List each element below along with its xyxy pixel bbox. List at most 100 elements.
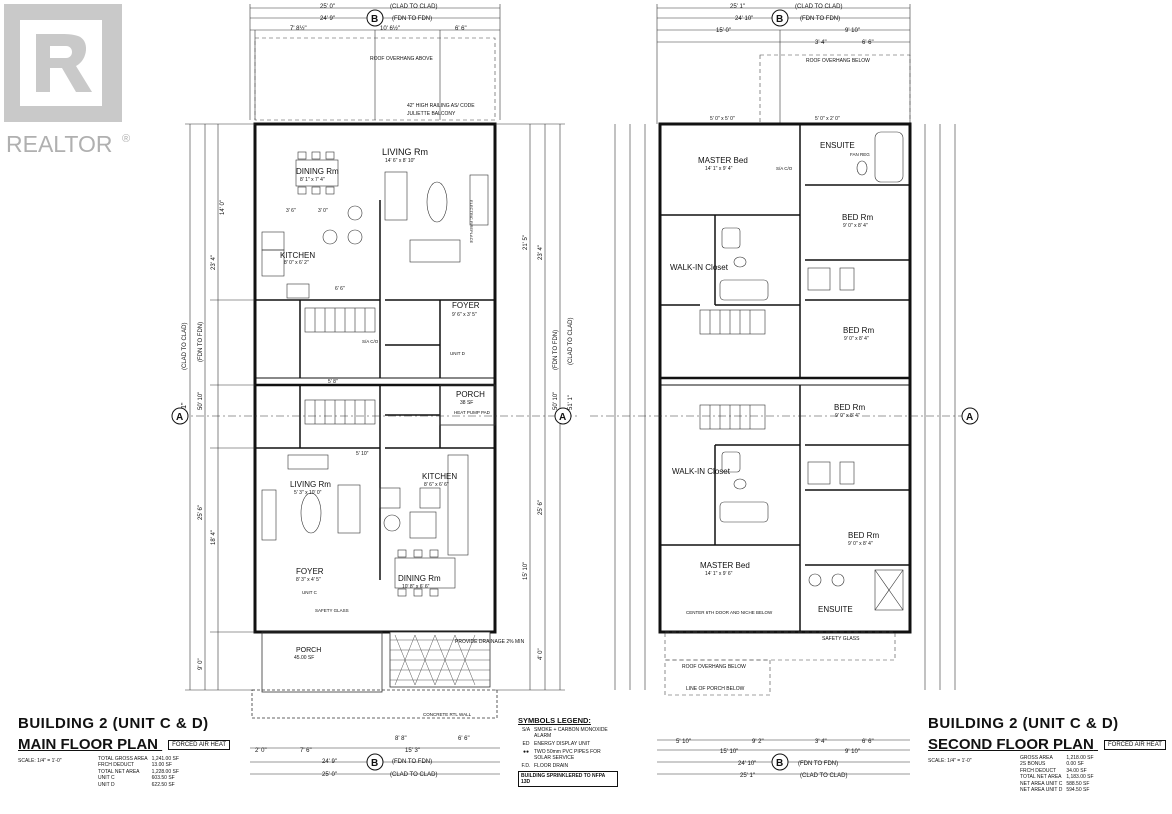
main-room-dining-upper-dim: 8' 1" x 7' 4" <box>300 177 325 183</box>
main-bottom-dim-6: 25' 0" <box>322 772 337 778</box>
legend-row: ●● TWO 50mm PVC PIPES FOR SOLAR SERVICE <box>518 749 618 761</box>
main-room-dining-upper: DINING Rm <box>296 167 339 176</box>
second-top-dim-3: 24' 10" <box>735 16 753 22</box>
main-top-dim-1: 25' 0" <box>320 4 335 10</box>
grid-marker-b-bottom-label: B <box>371 758 378 769</box>
main-room-porch-upper: PORCH <box>456 390 485 399</box>
main-room-foyer-upper: FOYER <box>452 301 480 310</box>
main-room-foyer-upper-dim: 9' 6" x 3' 5" <box>452 312 477 318</box>
main-plan-subtitle: MAIN FLOOR PLAN FORCED AIR HEAT <box>18 736 231 753</box>
table-row: FRCH DEDUCT 13.00 SF <box>96 762 181 768</box>
area-label: TOTAL NET AREA <box>1020 774 1062 781</box>
sprinkler-note: BUILDING SPRINKLERED TO NFPA 13D <box>518 771 618 787</box>
main-room-living-upper: LIVING Rm <box>382 147 428 157</box>
area-value: 13.00 SF <box>151 762 172 769</box>
main-left-dim-2: (CLAD TO CLAD) <box>182 323 188 370</box>
main-note-fireplace-upper: ELECTRIC FIREPLACE <box>469 200 474 243</box>
second-bottom-dim-8: (FDN TO FDN) <box>798 761 838 767</box>
main-room-living-upper-dim: 14' 6" x 8' 10" <box>385 158 415 164</box>
realtor-mark: ® <box>122 133 130 145</box>
second-top-dim-8: 6' 6" <box>862 40 874 46</box>
main-left-dim-4: (FDN TO FDN) <box>198 322 204 362</box>
grid-marker-a-main-right-label: A <box>559 412 566 423</box>
second-note-safety-glass: SAFETY GLASS <box>822 636 860 642</box>
area-label: FRCH DEDUCT <box>1020 767 1057 774</box>
second-room-ensuite-lower: ENSUITE <box>818 605 853 614</box>
grid-marker-b-second-top <box>771 9 789 27</box>
main-room-porch-lower-dim: 45.00 SF <box>294 655 314 661</box>
main-bottom-dim-7: (CLAD TO CLAD) <box>390 772 437 778</box>
area-label: NET AREA UNIT D <box>1020 787 1063 794</box>
smoke-alarm-icon: S/A <box>521 727 531 733</box>
main-note-dim-b: 5' 8" <box>328 379 338 385</box>
area-label: TOTAL NET AREA <box>98 768 140 775</box>
main-top-dim-6: 10' 6½" <box>380 25 400 32</box>
main-title-block: BUILDING 2 (UNIT C & D) MAIN FLOOR PLAN … <box>18 715 231 753</box>
second-bottom-dim-4: 6' 6" <box>862 739 874 745</box>
legend-text: TWO 50mm PVC PIPES FOR SOLAR SERVICE <box>534 749 601 761</box>
second-note-roof-overhang: ROOF OVERHANG BELOW <box>806 58 870 64</box>
second-top-dim-7: 3' 4" <box>815 40 827 46</box>
energy-display-icon: ED <box>522 741 530 747</box>
area-label: UNIT C <box>98 775 115 782</box>
second-room-ensuite-upper: ENSUITE <box>820 141 855 150</box>
area-value: 1,183.00 SF <box>1066 774 1094 781</box>
second-room-bed-4-dim: 9' 0" x 8' 4" <box>848 541 873 547</box>
floor-drain-icon: F.D. <box>521 763 531 769</box>
grid-marker-b-bottom <box>366 753 384 771</box>
grid-marker-b-second-bottom <box>771 753 789 771</box>
main-right-dim-6: (CLAD TO CLAD) <box>568 318 574 365</box>
area-value: 588.50 SF <box>1066 780 1090 787</box>
area-value: 594.50 SF <box>1066 787 1090 794</box>
main-scale: SCALE: 1/4" = 1'-0" <box>18 758 62 764</box>
area-label: FRCH DEDUCT <box>98 762 135 769</box>
main-note-unit-d: UNIT D <box>450 351 466 356</box>
main-right-dim-9: 4' 0" <box>538 648 544 660</box>
main-note-dim-d: 3' 0" <box>318 208 328 214</box>
main-room-porch-lower: PORCH <box>296 647 321 654</box>
main-room-porch-upper-dim: 38 SF <box>460 400 473 406</box>
second-room-bed-1-dim: 9' 0" x 8' 4" <box>843 223 868 229</box>
main-left-dim-9: 9' 0" <box>198 658 204 670</box>
second-room-walkin-lower: WALK-IN Closet <box>672 467 731 476</box>
main-left-dim-5: 14' 0" <box>220 200 226 215</box>
main-heat-badge: FORCED AIR HEAT <box>168 740 231 751</box>
second-note-alarm: S/A C/O <box>776 166 793 171</box>
area-value: 622.50 SF <box>151 781 175 788</box>
symbols-legend: SYMBOLS LEGEND: S/A SMOKE + CARBON MONOX… <box>518 716 618 787</box>
legend-text: ENERGY DISPLAY UNIT <box>534 741 591 747</box>
main-room-dining-lower-dim: 10' 8" x 6' 6" <box>402 584 430 590</box>
second-top-dim-1: 25' 1" <box>730 4 745 10</box>
main-top-dim-5: 7' 8½" <box>290 25 307 32</box>
main-plan-subtitle-text: MAIN FLOOR PLAN <box>18 736 158 753</box>
main-roof-overhang-above <box>254 37 496 121</box>
second-top-dim-5: 15' 0" <box>716 28 731 34</box>
area-label: 2S BONUS <box>1020 761 1046 768</box>
second-note-porch-below: LINE OF PORCH BELOW <box>686 686 745 692</box>
main-right-dim-3: 50' 10" <box>553 392 559 410</box>
second-room-bed-1: BED Rm <box>842 213 873 222</box>
second-room-master-lower: MASTER Bed <box>700 561 750 570</box>
second-room-bed-2-dim: 9' 0" x 8' 4" <box>844 336 869 342</box>
second-bottom-dim-7: 24' 10" <box>738 761 756 767</box>
second-floor-plan: 25' 1" (CLAD TO CLAD) 24' 10" (FDN TO FD… <box>590 4 979 779</box>
grid-marker-b-top <box>366 9 384 27</box>
main-top-dim-2: (CLAD TO CLAD) <box>390 4 437 10</box>
main-right-dim-8: 15' 10" <box>523 562 529 580</box>
main-plan-title: BUILDING 2 (UNIT C & D) <box>18 715 209 732</box>
main-note-heat-pump: PROVIDE DRAINAGE 2% MIN <box>455 639 525 645</box>
main-room-kitchen-upper-dim: 8' 0" x 6' 2" <box>284 260 309 266</box>
area-value: 603.50 SF <box>151 775 175 782</box>
second-heat-badge: FORCED AIR HEAT <box>1104 740 1166 751</box>
area-label: TOTAL GROSS AREA <box>98 756 148 762</box>
main-right-dim-1: 21' 5" <box>523 235 529 250</box>
legend-text: SMOKE + CARBON MONOXIDE ALARM <box>534 727 608 739</box>
main-left-dim-7: 25' 6" <box>198 505 204 520</box>
second-note-fan-reg: FAN REG <box>850 152 870 157</box>
second-title-block: BUILDING 2 (UNIT C & D) SECOND FLOOR PLA… <box>928 715 1166 753</box>
main-right-dim-5: 51' 1" <box>568 395 574 410</box>
main-bottom-dim-1: 2' 0" <box>255 748 267 754</box>
